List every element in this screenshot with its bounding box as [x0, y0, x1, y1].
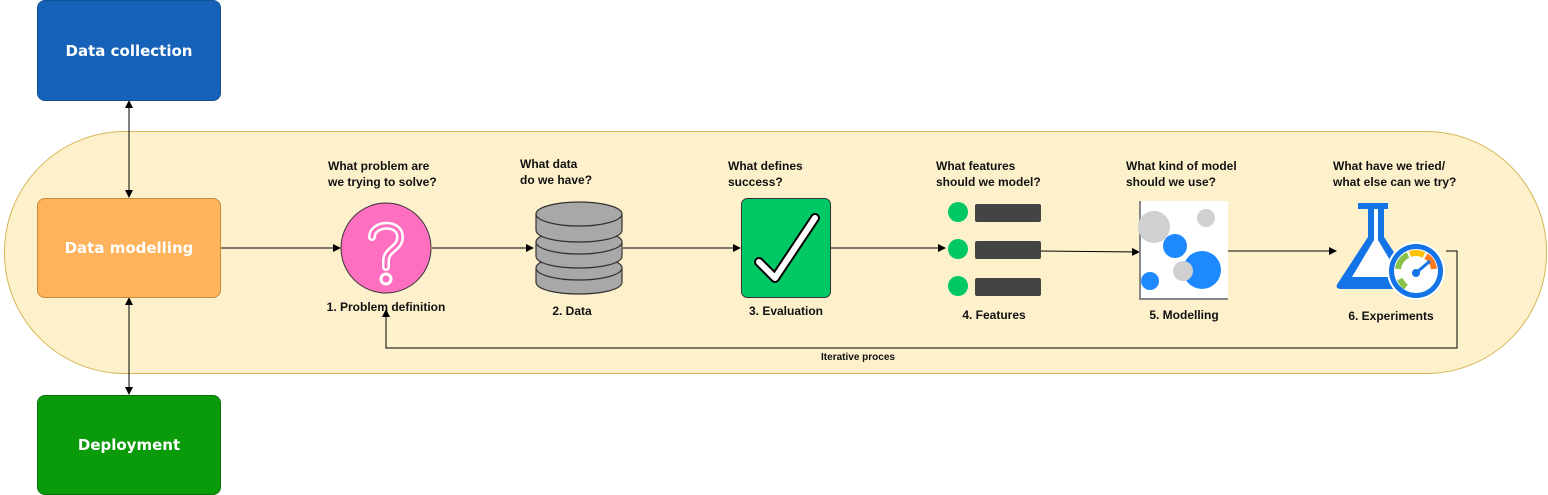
question-modelling: What kind of model should we use? — [1126, 159, 1237, 189]
question-experiments: What have we tried/ what else can we try… — [1333, 159, 1457, 189]
data-modelling-node[interactable]: Data modelling — [37, 198, 221, 298]
caption-modelling: 5. Modelling — [1149, 308, 1219, 322]
scatter-chart-icon[interactable] — [1138, 201, 1230, 301]
caption-problem-definition: 1. Problem definition — [326, 300, 446, 314]
data-collection-label: Data collection — [65, 41, 193, 60]
arrow-to-modelling — [1039, 247, 1140, 256]
loop-back-arrow — [382, 250, 1458, 349]
question-problem: What problem are we trying to solve? — [328, 159, 437, 189]
caption-experiments: 6. Experiments — [1348, 309, 1434, 323]
caption-data: 2. Data — [552, 304, 592, 318]
deployment-node[interactable]: Deployment — [37, 395, 221, 495]
question-icon[interactable] — [339, 201, 435, 297]
flask-gauge-icon[interactable] — [1336, 197, 1446, 307]
question-features: What features should we model? — [936, 159, 1041, 189]
caption-evaluation: 3. Evaluation — [748, 304, 824, 318]
database-icon[interactable] — [534, 198, 624, 298]
caption-features: 4. Features — [962, 308, 1026, 322]
question-data: What data do we have? — [520, 157, 593, 187]
data-collection-node[interactable]: Data collection — [37, 0, 221, 101]
data-modelling-label: Data modelling — [64, 239, 194, 257]
question-evaluation: What defines success? — [728, 159, 803, 189]
iterative-process-label: Iterative proces — [821, 352, 895, 363]
deployment-label: Deployment — [77, 436, 181, 454]
feature-list-icon[interactable] — [946, 200, 1042, 300]
checkmark-icon[interactable] — [741, 198, 831, 298]
